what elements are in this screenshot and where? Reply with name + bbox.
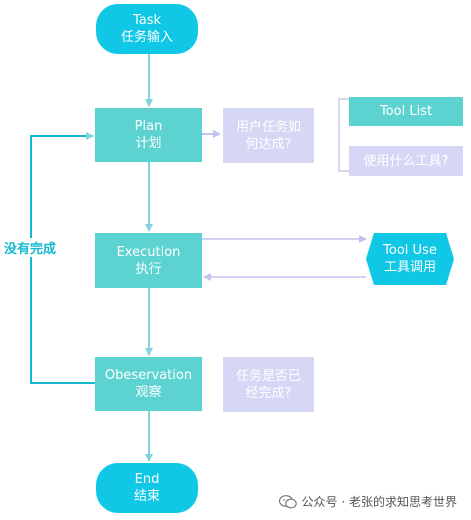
tool-bracket: [338, 98, 349, 172]
end-label-en: End: [134, 472, 160, 487]
plan-question-line2: 何达成?: [245, 136, 292, 152]
tool-list-label: Tool List: [379, 104, 433, 119]
tool-question-label: 使用什么工具?: [363, 153, 449, 169]
task-label-zh: 任务输入: [120, 30, 173, 45]
plan-question-note: 用户任务如 何达成?: [223, 108, 314, 163]
observation-node: Obeservation 观察: [95, 357, 202, 411]
tool-question-note: 使用什么工具?: [349, 146, 463, 176]
execution-node: Execution 执行: [95, 233, 202, 288]
watermark: 公众号 · 老张的求知思考世界: [278, 493, 457, 510]
wechat-icon: [278, 494, 297, 508]
execution-label-zh: 执行: [135, 261, 162, 277]
tool-use-label-en: Tool Use: [383, 243, 437, 258]
end-label-zh: 结束: [133, 489, 160, 504]
observation-label-en: Obeservation: [104, 368, 193, 383]
tool-use-node: Tool Use 工具调用: [366, 233, 454, 285]
observation-label-zh: 观察: [135, 385, 162, 400]
plan-label-en: Plan: [134, 119, 163, 134]
observation-question-line2: 经完成?: [245, 385, 292, 401]
plan-question-line1: 用户任务如: [235, 119, 301, 135]
observation-question-line1: 任务是否已: [235, 368, 301, 384]
task-label-en: Task: [132, 13, 162, 28]
loop-label: 没有完成: [3, 238, 58, 257]
watermark-text: 公众号 · 老张的求知思考世界: [301, 495, 457, 509]
loop-back-line: [30, 132, 95, 384]
execution-label-en: Execution: [116, 244, 181, 260]
plan-label-zh: 计划: [135, 136, 162, 151]
end-node: End 结束: [96, 463, 198, 513]
plan-node: Plan 计划: [95, 108, 202, 162]
tool-use-label-zh: 工具调用: [383, 260, 436, 275]
observation-question-note: 任务是否已 经完成?: [223, 357, 314, 412]
tool-list-box: Tool List: [349, 97, 463, 126]
task-node: Task 任务输入: [96, 4, 198, 54]
